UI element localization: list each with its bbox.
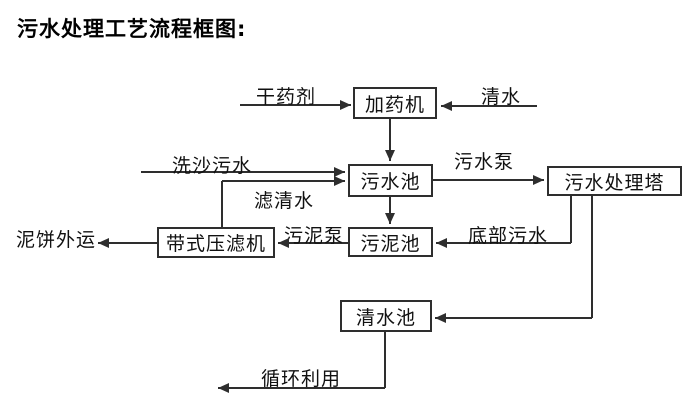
edge-label-sewage-pump: 污水泵 [454, 151, 515, 173]
edge-label-clean-water: 清水 [481, 86, 522, 108]
edge-clean-pool-to-recycle-segment [384, 332, 386, 388]
edge-dosing-to-sewage-pool-arrowhead [385, 150, 395, 161]
edge-tower-to-clean-pool-segment [591, 196, 593, 318]
edge-label-filtered-water: 滤清水 [254, 190, 315, 212]
node-sewage-pool: 污水池 [348, 164, 433, 197]
edge-tower-bottom-to-sludge-segment [436, 242, 571, 244]
edge-press-mud-cake-out-segment [98, 242, 157, 244]
edge-tower-bottom-to-sludge-segment [570, 196, 572, 243]
edge-press-filtered-to-sewage-segment [221, 181, 223, 227]
edge-press-filtered-to-sewage-segment [222, 180, 345, 182]
node-clean-water-pool: 清水池 [340, 300, 432, 332]
edge-label-recycle-use: 循环利用 [261, 368, 342, 390]
edge-clean-pool-to-recycle-arrowhead [218, 383, 229, 393]
edge-sewage-to-sludge-pool-arrowhead [385, 213, 395, 224]
edge-sludge-pump-to-press-arrowhead [278, 238, 289, 248]
edge-label-sludge-pump: 污泥泵 [284, 225, 345, 247]
edge-tower-to-clean-pool-segment [435, 317, 592, 319]
edge-press-mud-cake-out-arrowhead [98, 238, 109, 248]
edge-clean-pool-to-recycle-segment [218, 387, 385, 389]
edge-label-bottom-sewage: 底部污水 [468, 225, 549, 247]
node-belt-filter-press: 带式压滤机 [157, 227, 275, 258]
edge-sand-wash-to-sewage-pool-segment [141, 171, 345, 173]
edge-dosing-to-sewage-pool-segment [389, 119, 391, 161]
edge-clean-water-to-dosing-segment [441, 105, 537, 107]
edge-dry-agent-to-dosing-arrowhead [340, 100, 351, 110]
page-title: 污水处理工艺流程框图: [17, 17, 247, 41]
edge-clean-water-to-dosing-arrowhead [441, 101, 452, 111]
edge-label-dry-agent: 干药剂 [256, 86, 317, 108]
node-dosing-machine: 加药机 [353, 87, 437, 119]
edge-sand-wash-to-sewage-pool-arrowhead [334, 167, 345, 177]
edge-sewage-pump-to-tower-arrowhead [533, 175, 544, 185]
edge-sewage-pump-to-tower-segment [433, 179, 544, 181]
edge-label-sand-wash-sewage: 洗沙污水 [172, 155, 253, 177]
node-treatment-tower: 污水处理塔 [547, 166, 682, 196]
edge-tower-to-clean-pool-arrowhead [435, 313, 446, 323]
edge-sludge-pump-to-press-segment [278, 242, 348, 244]
edge-press-filtered-to-sewage-arrowhead [334, 176, 345, 186]
node-sludge-pool: 污泥池 [348, 227, 433, 257]
edge-label-mud-cake-out: 泥饼外运 [16, 229, 97, 251]
edge-sewage-to-sludge-pool-segment [389, 197, 391, 224]
edge-tower-bottom-to-sludge-arrowhead [436, 238, 447, 248]
edge-dry-agent-to-dosing-segment [240, 104, 351, 106]
